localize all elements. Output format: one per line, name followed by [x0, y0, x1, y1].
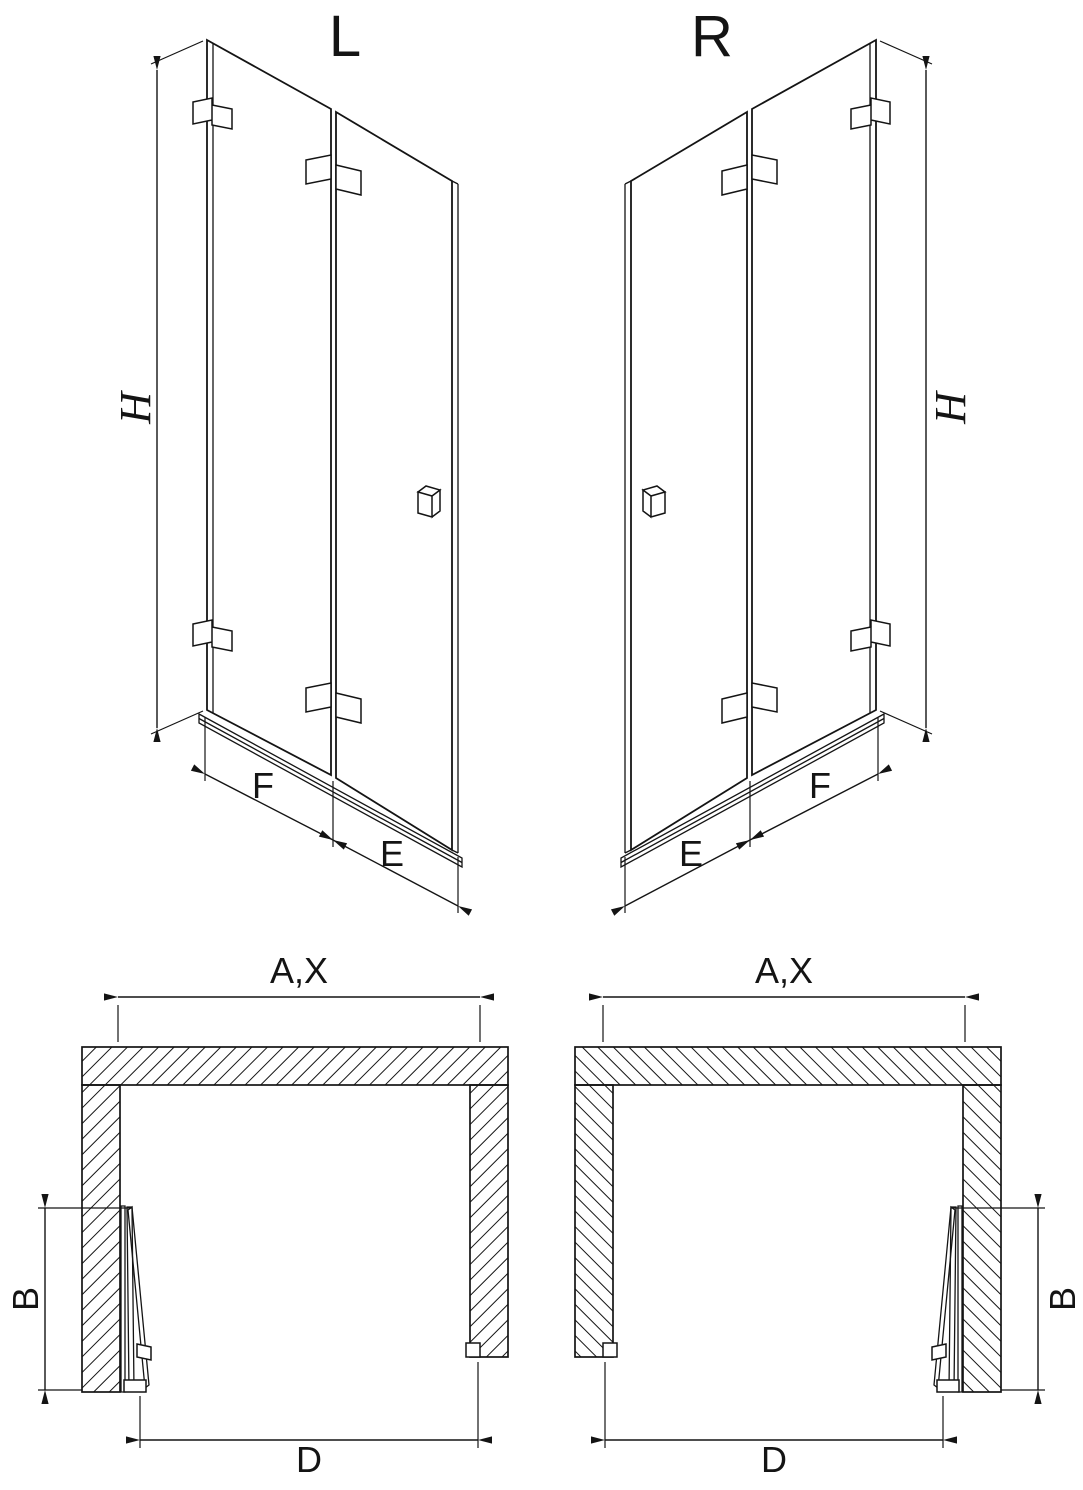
left-plan-graphic: [38, 997, 508, 1448]
right-elevation-view: R H F E: [621, 4, 975, 913]
left-dim-e-label: E: [380, 833, 404, 874]
right-plan-graphic: [575, 997, 1045, 1448]
left-dim-h-label: H: [111, 390, 160, 425]
right-dim-f-label: F: [809, 765, 831, 806]
right-dim-e-label: E: [679, 833, 703, 874]
left-dim-f-label: F: [252, 765, 274, 806]
right-elevation-graphic: [621, 40, 932, 913]
right-elevation-label: R: [691, 4, 733, 69]
left-plan-view: A,X B D: [5, 950, 508, 1480]
left-elevation-view: L H F E: [111, 4, 462, 913]
right-dim-d-label: D: [761, 1439, 787, 1480]
left-dim-d-label: D: [296, 1439, 322, 1480]
right-dim-h-label: H: [926, 390, 975, 425]
left-elevation-label: L: [329, 4, 361, 69]
right-dim-ax-label: A,X: [755, 950, 813, 991]
left-dim-ax-label: A,X: [270, 950, 328, 991]
right-dim-b-label: B: [1042, 1287, 1083, 1311]
left-dim-b-label: B: [5, 1287, 46, 1311]
left-elevation-graphic: [151, 40, 462, 913]
right-plan-view: A,X B D: [575, 950, 1083, 1480]
